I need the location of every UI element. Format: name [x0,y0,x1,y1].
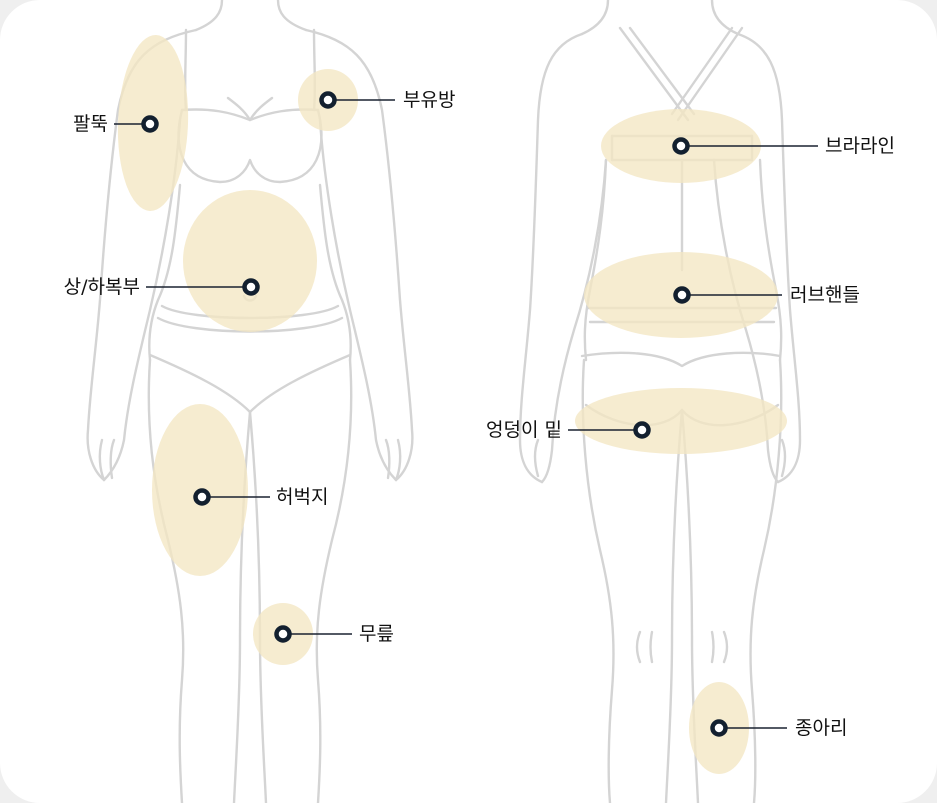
marker-bra-line[interactable] [672,137,690,155]
zone-under-buttock [575,388,787,454]
label-thigh: 허벅지 [276,486,329,508]
label-bra-line: 브라라인 [825,135,895,157]
zone-abdomen [183,190,317,332]
label-abdomen: 상/하복부 [63,276,140,298]
label-breast: 부유방 [403,89,456,111]
marker-love-handles[interactable] [673,286,691,304]
label-under-buttock: 엉덩이 밑 [486,419,562,441]
marker-under-buttock[interactable] [633,421,651,439]
label-knee: 무릎 [359,623,394,645]
label-arm: 팔뚝 [73,113,108,135]
label-love-handles: 러브핸들 [790,284,860,306]
markers [141,91,728,737]
leader-lines [114,99,818,729]
marker-abdomen[interactable] [242,278,260,296]
marker-breast[interactable] [319,91,337,109]
marker-calf[interactable] [710,719,728,737]
marker-arm[interactable] [141,115,159,133]
marker-knee[interactable] [274,625,292,643]
label-calf: 종아리 [795,717,848,739]
marker-thigh[interactable] [193,488,211,506]
